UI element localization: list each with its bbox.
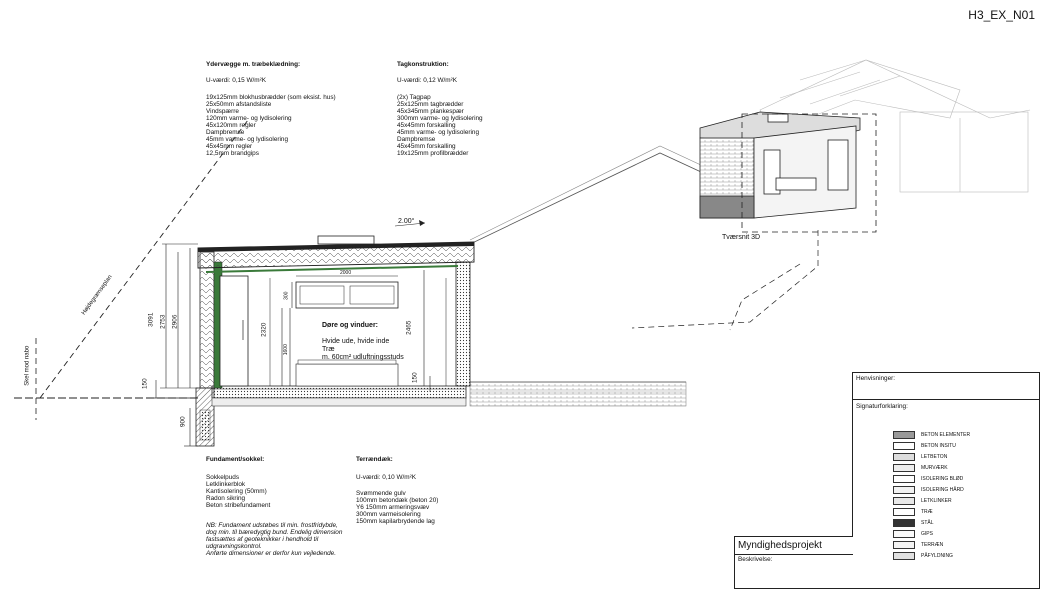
section-3d-label: Tværsnit 3D	[722, 234, 761, 241]
dim-150-left: 150	[141, 378, 149, 390]
description-label: Beskrivelse:	[738, 556, 773, 563]
dim-900: 900	[179, 416, 187, 428]
walls-layer: 45x45mm regler	[206, 143, 253, 150]
dim-2906: 2906	[171, 314, 179, 329]
dim-2000: 2000	[340, 270, 352, 276]
sheet-id: H3_EX_N01	[968, 8, 1035, 22]
roof-layer: 45x345mm plankespær	[397, 108, 464, 115]
foundation-note-line: dog min. til bæredygtig bund. Endelig di…	[206, 529, 343, 536]
foundation-title: Fundament/sokkel:	[206, 456, 265, 463]
legend-label: TERRÆN	[921, 542, 944, 548]
floor-layer: 100mm betondæk (beton 20)	[356, 497, 439, 504]
walls-layer: 19x125mm blokhusbrædder (som eksist. hus…	[206, 94, 336, 101]
doors-line: Træ	[322, 346, 335, 353]
title-block: Henvisninger: Signaturforklaring: BETON …	[852, 372, 1040, 589]
roof-slope: 2.00°	[398, 218, 415, 225]
dim-1600: 1600	[282, 344, 289, 356]
dim-2753: 2753	[159, 314, 167, 329]
legend-label: LETKLINKER	[921, 498, 952, 504]
foundation-note-line: NB: Fundament udstøbes til min. frostfri…	[206, 522, 338, 529]
legend-title: Signaturforklaring:	[856, 403, 908, 410]
legend-label: BETON INSITU	[921, 443, 956, 449]
legend-label: PÅFYLDNING	[921, 553, 953, 559]
roof-layer: 45x45mm forskalling	[397, 122, 456, 129]
floor-layer: 150mm kapilarbrydende lag	[356, 518, 435, 525]
floor-u-value: U-værdi: 0,10 W/m²K	[356, 474, 417, 481]
walls-layer: 45x120mm regler	[206, 122, 256, 129]
foundation-note-line: udgravningskontrol.	[206, 543, 262, 550]
legend-label: LETBETON	[921, 454, 948, 460]
references-label: Henvisninger:	[856, 375, 896, 382]
legend-label: MURVÆRK	[921, 465, 948, 471]
foundation-layer: Beton stribefundament	[206, 502, 271, 509]
legend-label: ISOLERING BLØD	[921, 476, 964, 482]
project-block: Myndighedsprojekt Beskrivelse:	[734, 536, 853, 589]
legend-label: TRÆ	[921, 509, 933, 515]
floor-layer: Y6 150mm armeringsvæv	[356, 504, 430, 511]
roof-layer: 45mm varme- og lydisolering	[397, 129, 480, 136]
doors-line: Hvide ude, hvide inde	[322, 338, 390, 345]
foundation-layer: Radon sikring	[206, 495, 246, 502]
floor-title: Terrændæk:	[356, 456, 393, 463]
floor-layer: 300mm varmeisolering	[356, 511, 421, 518]
dim-300: 300	[283, 291, 290, 300]
walls-layer: 120mm varme- og lydisolering	[206, 115, 292, 122]
dim-150-right: 150	[411, 372, 419, 384]
foundation-note-line: Anførte dimensioner er derfor kun vejled…	[206, 550, 337, 557]
walls-layer: 45mm varme- og lydisolering	[206, 136, 289, 143]
dim-2320: 2320	[260, 322, 268, 337]
walls-layer: 12,5mm brandgips	[206, 150, 259, 157]
foundation-note-line: fastsættes af geoteknikker i hendhold ti…	[206, 536, 319, 543]
legend-label: ISOLERING HÅRD	[921, 487, 964, 493]
floor-layer: Svømmende gulv	[356, 490, 406, 497]
roof-layer: Dampbremse	[397, 136, 436, 143]
walls-layer: Vindspærre	[206, 108, 239, 115]
project-title: Myndighedsprojekt	[738, 540, 822, 551]
roof-title: Tagkonstruktion:	[397, 61, 449, 68]
legend-label: GIPS	[921, 531, 933, 537]
walls-u-value: U-værdi: 0,15 W/m²K	[206, 77, 267, 84]
roof-layer: 25x125mm tagbrædder	[397, 101, 464, 108]
walls-title: Ydervægge m. træbeklædning:	[206, 61, 301, 68]
legend-label: BETON ELEMENTER	[921, 432, 971, 438]
boundary-label: Skel mod nabo	[24, 345, 31, 386]
walls-layer: 25x50mm afstandsliste	[206, 101, 272, 108]
dim-2465: 2465	[405, 320, 413, 335]
roof-u-value: U-værdi: 0,12 W/m²K	[397, 77, 458, 84]
doors-title: Døre og vinduer:	[322, 322, 379, 329]
foundation-layer: Kantisolering (50mm)	[206, 488, 267, 495]
roof-layer: (2x) Tagpap	[397, 94, 431, 101]
foundation-layer: Sokkelpuds	[206, 474, 240, 481]
dim-3091: 3091	[147, 312, 155, 327]
foundation-layer: Letklinkerblok	[206, 481, 246, 488]
roof-layer: 300mm varme- og lydisolering	[397, 115, 483, 122]
walls-layer: Dampbremse	[206, 129, 245, 136]
legend: BETON ELEMENTER BETON INSITU LETBETON MU…	[893, 431, 1033, 563]
roof-layer: 19x125mm profilbrædder	[397, 150, 469, 157]
doors-line: m. 60cm² udluftningsstuds	[322, 354, 404, 361]
legend-label: STÅL	[921, 520, 934, 526]
roof-layer: 45x45mm forskalling	[397, 143, 456, 150]
